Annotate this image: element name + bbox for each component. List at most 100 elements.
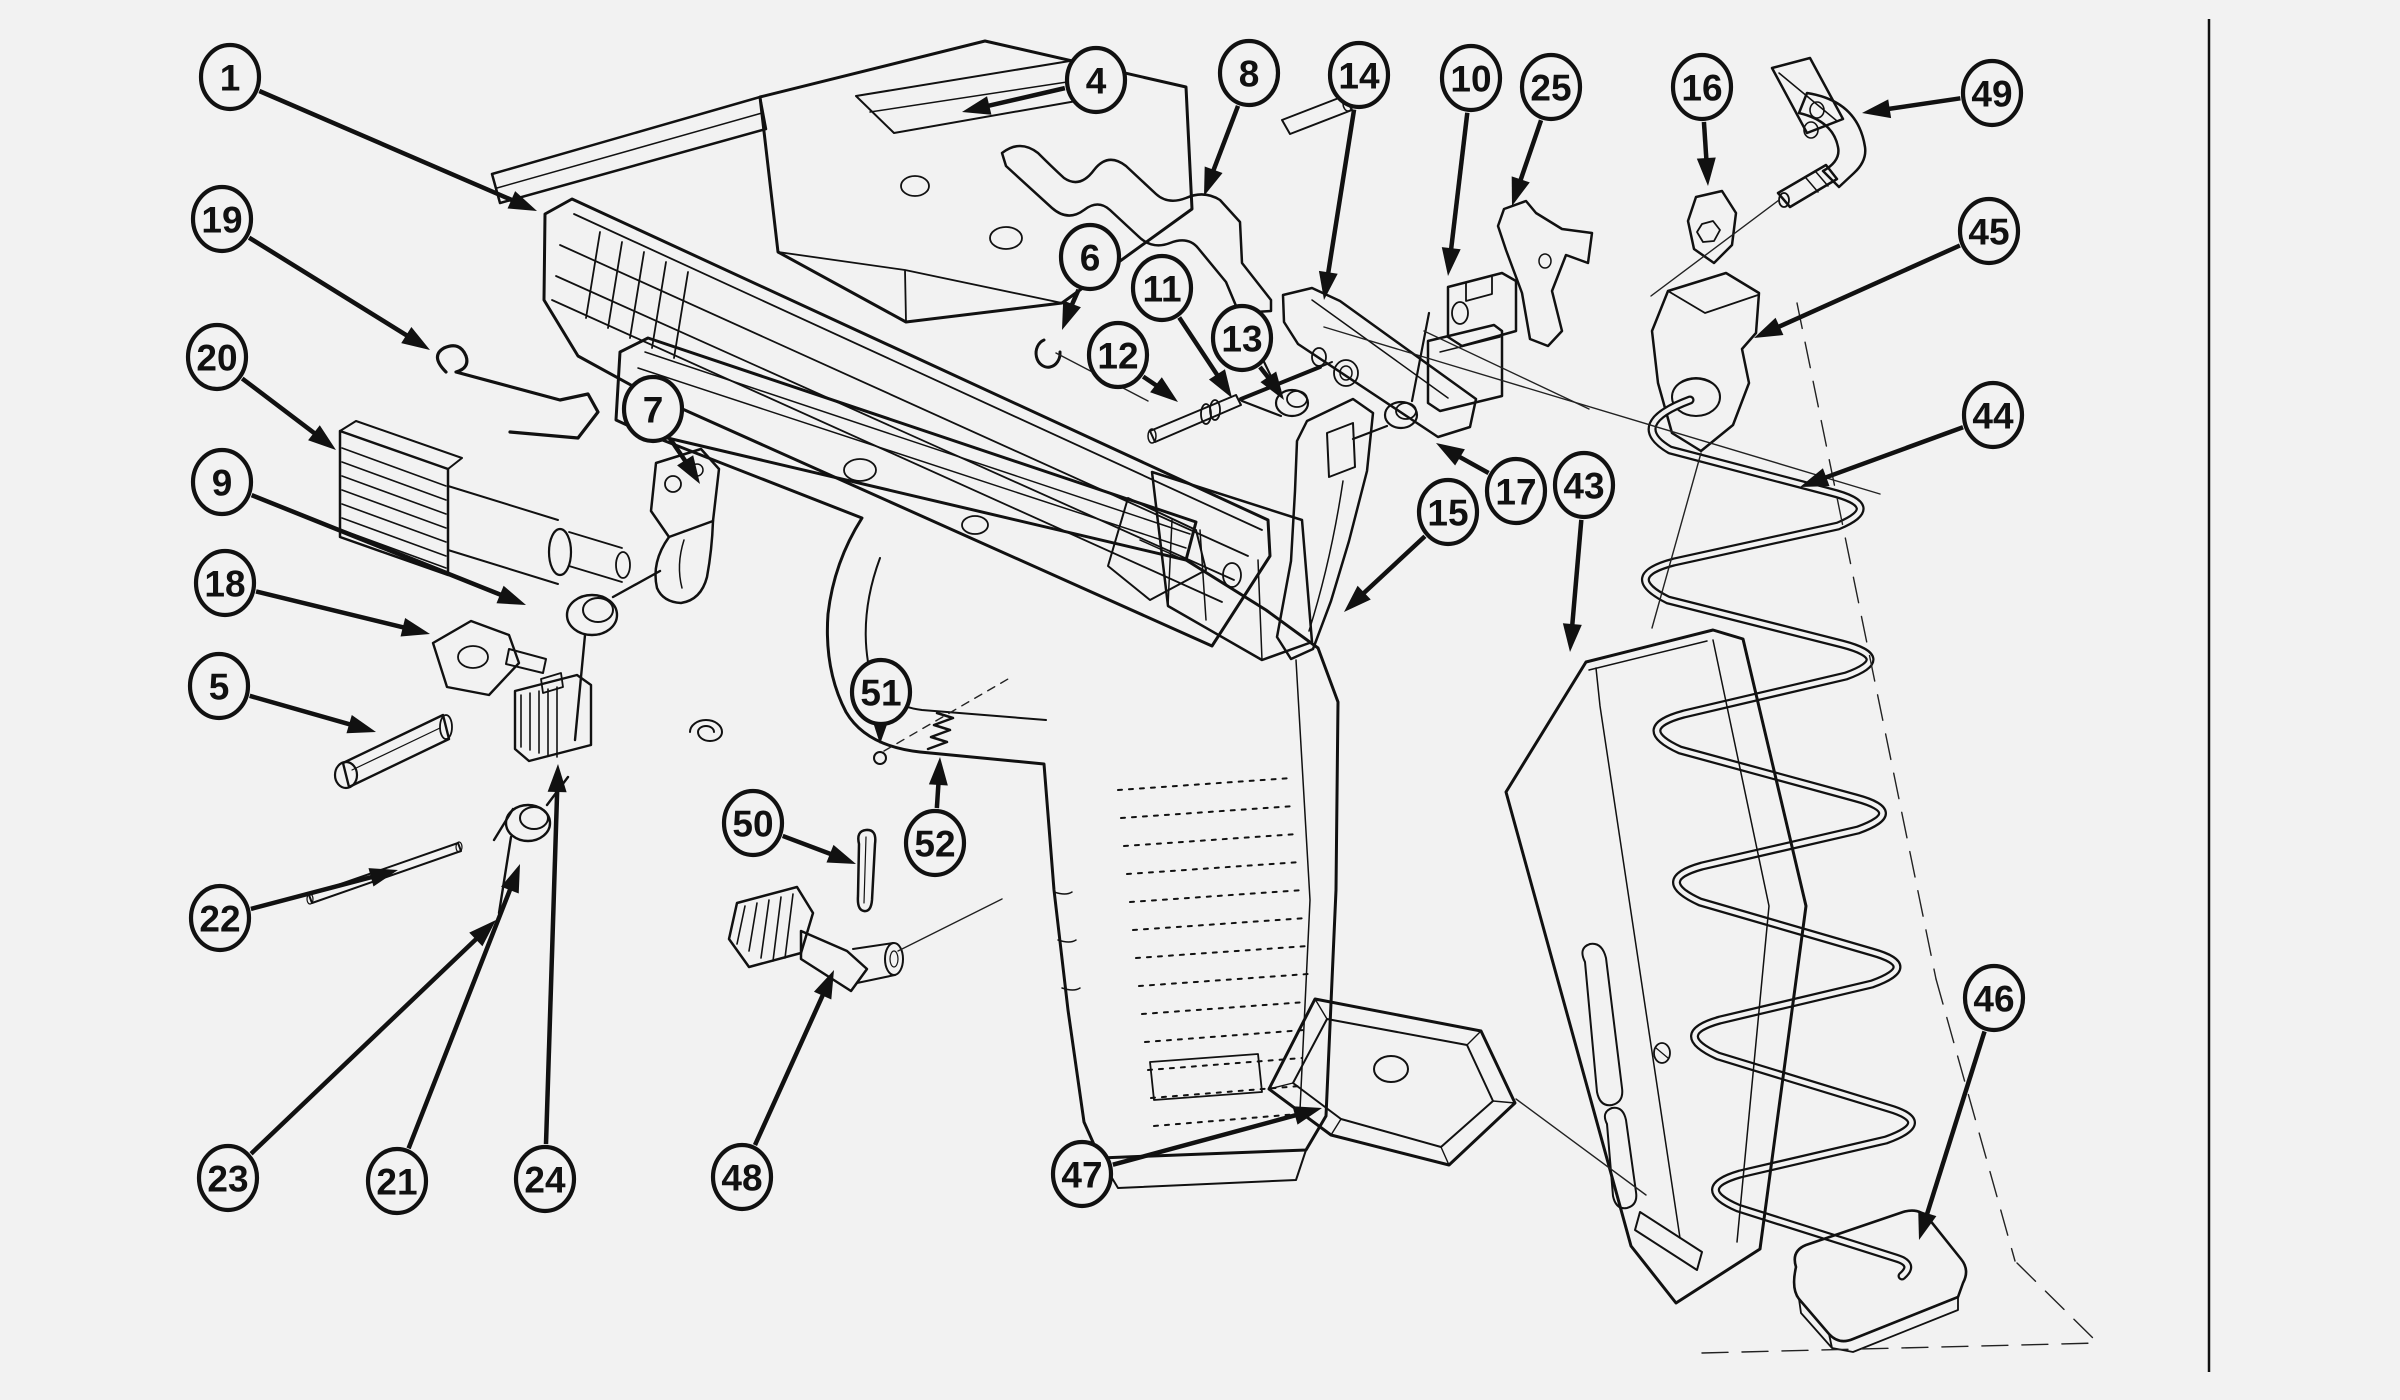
leader-line-49 <box>1883 96 1961 112</box>
leader-line-5 <box>249 693 356 728</box>
arrowhead-icon <box>1204 166 1223 196</box>
callout-9: 9 <box>190 447 526 605</box>
spring-clip <box>856 828 877 913</box>
callout-circle-6 <box>1058 222 1122 292</box>
callout-number-11: 11 <box>1142 269 1181 310</box>
detent-spring <box>926 711 955 751</box>
leader-line-15 <box>1358 534 1427 599</box>
arrowhead-icon <box>1918 1210 1937 1240</box>
callout-24: 24 <box>513 764 577 1214</box>
callout-number-1: 1 <box>220 58 241 99</box>
leader-line-24 <box>543 785 560 1145</box>
callout-number-49: 49 <box>1971 74 2012 115</box>
magazine-catch <box>513 672 723 763</box>
detent-ball <box>873 751 887 765</box>
magazine-spring <box>1641 395 1916 1281</box>
callout-11: 11 <box>1130 253 1232 398</box>
leader-line-22 <box>250 873 378 912</box>
callout-number-10: 10 <box>1450 59 1491 100</box>
callout-21: 21 <box>365 864 520 1216</box>
callout-circle-15 <box>1416 477 1480 547</box>
leader-line-21 <box>406 883 515 1150</box>
magazine-body <box>1504 628 1808 1305</box>
sear-spring <box>1351 311 1431 441</box>
arrowhead-icon <box>507 191 537 211</box>
arrowhead-icon <box>401 327 430 350</box>
callout-17: 17 <box>1436 443 1548 526</box>
callout-19: 19 <box>190 184 430 350</box>
callout-22: 22 <box>188 868 398 953</box>
callout-circle-47 <box>1050 1139 1114 1209</box>
slide-stop <box>338 420 631 585</box>
callout-circle-24 <box>513 1144 577 1214</box>
leader-line-43 <box>1569 519 1584 631</box>
callout-43: 43 <box>1552 450 1616 652</box>
arrowhead-icon <box>1260 371 1284 400</box>
callout-number-8: 8 <box>1239 54 1260 95</box>
callout-circle-5 <box>187 651 251 721</box>
arrowhead-icon <box>1696 157 1716 186</box>
callout-circle-22 <box>188 883 252 953</box>
arrowhead-icon <box>1062 300 1081 330</box>
callout-number-24: 24 <box>524 1160 566 1201</box>
leader-line-18 <box>255 589 410 631</box>
callout-number-52: 52 <box>914 824 955 865</box>
callout-1: 1 <box>198 42 537 211</box>
arrowhead-icon <box>1344 585 1371 612</box>
wire-spring <box>435 344 600 440</box>
leader-line-23 <box>249 933 482 1156</box>
callout-10: 10 <box>1439 43 1503 276</box>
callout-number-17: 17 <box>1495 472 1536 513</box>
callout-circle-13 <box>1210 303 1274 373</box>
callout-circle-16 <box>1670 52 1734 122</box>
callout-circle-44 <box>1961 380 2025 450</box>
arrowhead-icon <box>308 425 336 450</box>
callout-circle-18 <box>193 548 257 618</box>
callout-number-7: 7 <box>643 390 664 431</box>
arrowhead-icon <box>368 868 398 887</box>
callout-number-5: 5 <box>209 667 230 708</box>
callout-circle-25 <box>1519 52 1583 122</box>
torsion-spring <box>565 569 662 742</box>
callout-number-46: 46 <box>1973 979 2014 1020</box>
firing-pin <box>1147 361 1333 444</box>
callout-circle-8 <box>1217 38 1281 108</box>
callout-number-50: 50 <box>732 804 773 845</box>
retaining-clip <box>1034 338 1062 369</box>
callout-23: 23 <box>196 920 496 1213</box>
arrowhead-icon <box>469 920 496 947</box>
cover-plate <box>1000 144 1273 315</box>
callout-number-21: 21 <box>376 1162 417 1203</box>
callout-circle-4 <box>1064 45 1128 115</box>
callout-20: 20 <box>185 322 336 450</box>
leader-line-44 <box>1819 425 1964 482</box>
leader-line-50 <box>781 833 837 858</box>
arrowhead-icon <box>813 970 834 1000</box>
callout-number-43: 43 <box>1563 466 1604 507</box>
leader-line-25 <box>1516 119 1544 186</box>
callout-circle-1 <box>198 42 262 112</box>
leader-line-46 <box>1923 1030 1987 1220</box>
callout-circle-52 <box>903 808 967 878</box>
leader-line-20 <box>240 376 321 439</box>
arrowhead-icon <box>928 757 948 786</box>
arrowhead-icon <box>1562 623 1582 652</box>
indicator-assembly <box>1770 56 1867 209</box>
arrowhead-icon <box>1754 317 1784 338</box>
leader-line-17 <box>1453 452 1490 475</box>
leader-line-45 <box>1773 243 1961 331</box>
arrowhead-icon <box>1800 468 1830 487</box>
callout-circle-11 <box>1130 253 1194 323</box>
arrowhead-icon <box>1436 443 1465 466</box>
callout-16: 16 <box>1670 52 1734 186</box>
callout-52: 52 <box>903 757 967 878</box>
arrowhead-icon <box>496 585 526 605</box>
callout-12: 12 <box>1086 320 1178 402</box>
callout-circle-14 <box>1327 40 1391 110</box>
callout-circle-50 <box>721 788 785 858</box>
grip-safety <box>1275 397 1375 661</box>
frame-receiver <box>614 336 1340 1189</box>
callout-45: 45 <box>1754 196 2021 338</box>
callout-number-20: 20 <box>196 338 237 379</box>
